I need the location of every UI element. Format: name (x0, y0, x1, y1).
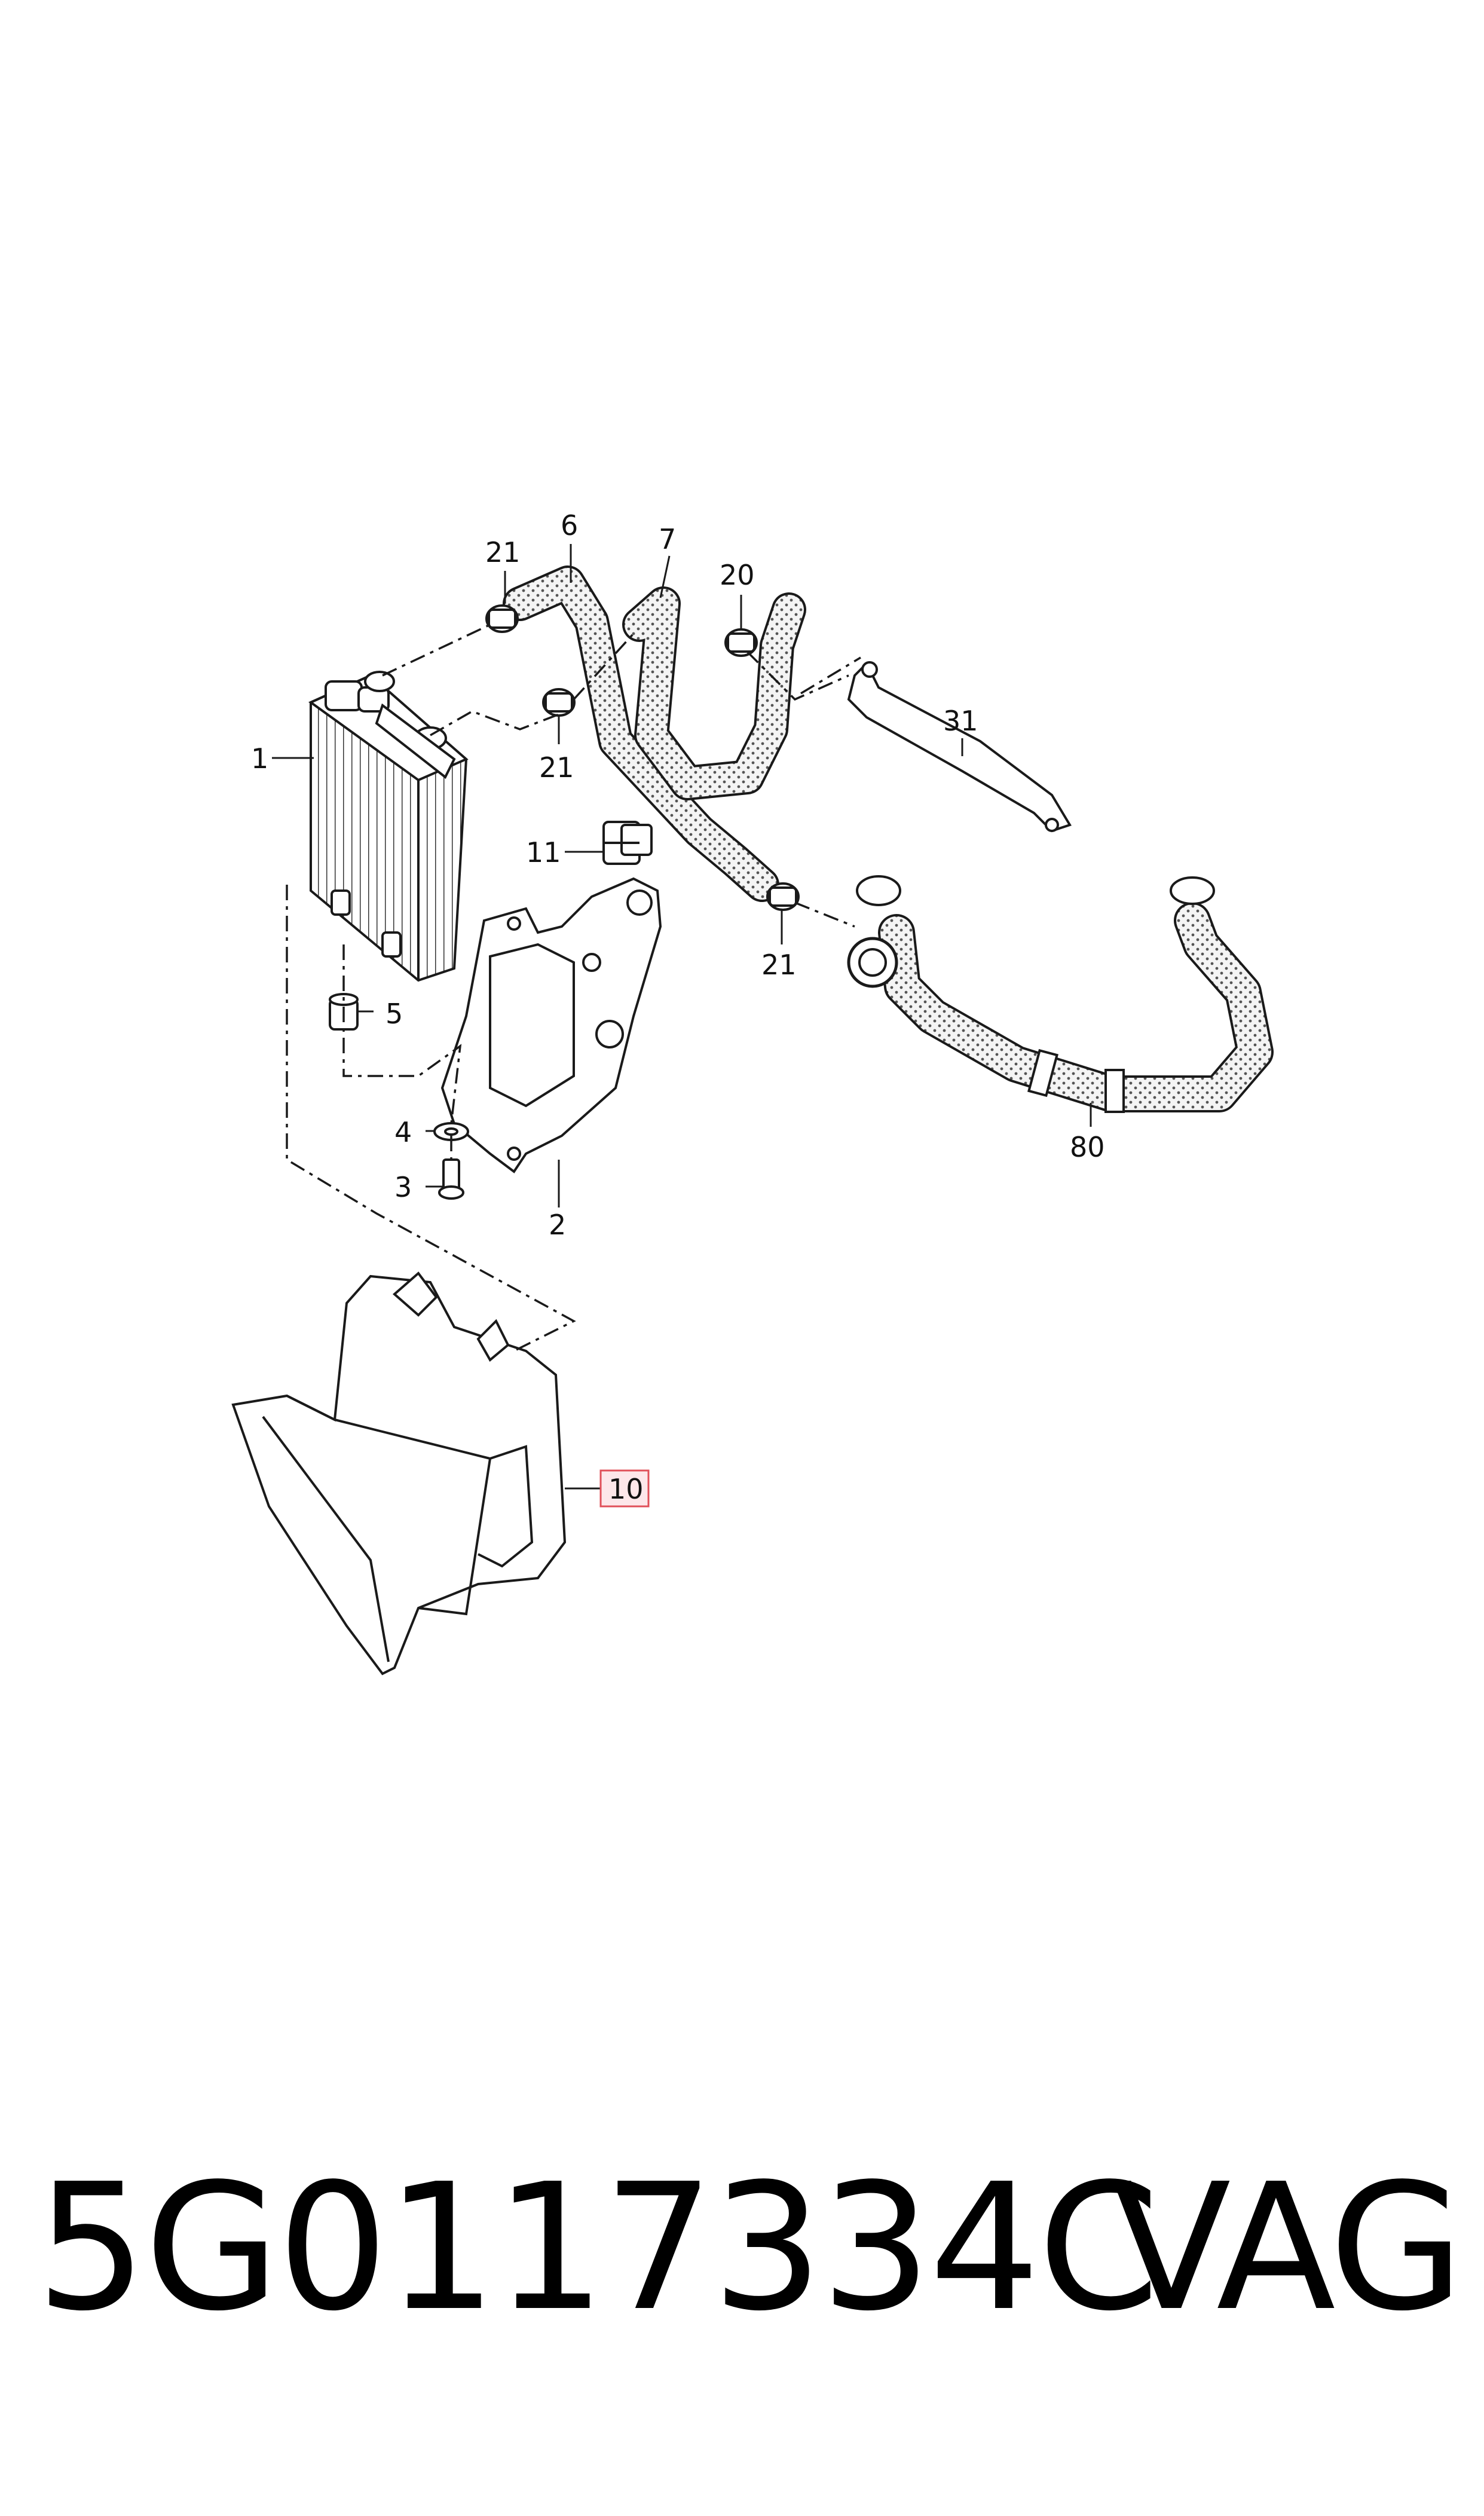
brand-name: VAG (1112, 2146, 1464, 2349)
callouts: 1 2 3 4 5 6 7 11 20 21 21 21 31 80 (251, 509, 1105, 1241)
callout-1: 1 (251, 742, 268, 775)
bracket (440, 877, 662, 1173)
hose-6 (503, 565, 779, 902)
assembly-lines (286, 623, 861, 1352)
callout-20: 20 (720, 559, 755, 591)
clamp-20 (724, 628, 758, 657)
callout-21-lower: 21 (761, 949, 797, 981)
callout-21-middle: 21 (539, 751, 574, 784)
callout-6: 6 (561, 509, 578, 542)
hose-7 (622, 586, 806, 800)
clamp-21-lower (766, 882, 800, 911)
callout-31: 31 (943, 705, 978, 737)
callout-11: 11 (526, 836, 561, 869)
radiator (308, 671, 469, 982)
callout-10: 10 (608, 1473, 644, 1505)
clamp-21-middle (542, 688, 576, 717)
callout-21-top: 21 (485, 536, 521, 568)
leader-lines (272, 544, 1092, 1490)
bolt (438, 1158, 464, 1200)
hose-80 (847, 875, 1274, 1113)
callout-7: 7 (659, 523, 676, 555)
callout-3: 3 (394, 1171, 412, 1203)
callout-10-highlight: 10 (599, 1469, 650, 1508)
clamp-21-top (485, 604, 519, 633)
part-number: 5G0117334C (36, 2146, 1159, 2349)
footer: 5G0117334C VAG (0, 2140, 1484, 2355)
callout-5: 5 (385, 998, 403, 1030)
callout-4: 4 (394, 1116, 412, 1148)
connector (602, 821, 653, 865)
callout-2: 2 (549, 1209, 566, 1241)
callout-80: 80 (1070, 1131, 1105, 1163)
air-duct (231, 1271, 567, 1676)
support-rod (847, 661, 1072, 833)
